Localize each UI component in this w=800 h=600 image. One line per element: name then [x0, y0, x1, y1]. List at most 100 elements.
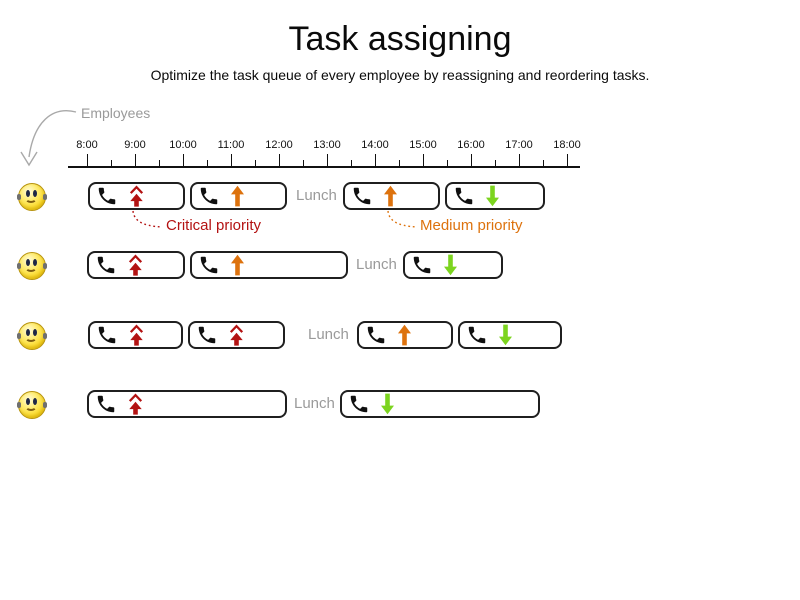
double-chevron-up-arrow-icon [229, 324, 244, 346]
timeline-minor-tick [111, 160, 112, 167]
timeline-hour-label: 15:00 [409, 139, 437, 151]
timeline-hour-label: 11:00 [217, 139, 245, 151]
lunch-label: Lunch [356, 256, 397, 273]
down-arrow-icon [498, 324, 513, 346]
employees-pointer-arrow [28, 110, 77, 158]
timeline-major-tick [183, 154, 184, 167]
timeline-major-tick [375, 154, 376, 167]
critical-priority-label: Critical priority [166, 217, 262, 234]
timeline-major-tick [519, 154, 520, 167]
double-chevron-up-arrow-icon [128, 393, 143, 415]
down-arrow-icon [380, 393, 395, 415]
task-box-medium-priority[interactable] [190, 182, 287, 210]
up-arrow-icon [397, 324, 412, 346]
smiley-eye-left [26, 190, 30, 197]
timeline-hour-label: 14:00 [361, 139, 389, 151]
up-arrow-icon [383, 185, 398, 207]
timeline-major-tick [567, 154, 568, 167]
smiley-mouth [25, 333, 37, 342]
double-chevron-up-arrow-icon [129, 185, 144, 207]
task-box-low-priority[interactable] [340, 390, 540, 418]
employees-arrowhead-icon [20, 151, 38, 167]
task-box-medium-priority[interactable] [357, 321, 453, 349]
phone-icon [350, 395, 368, 413]
timeline-major-tick [231, 154, 232, 167]
timeline-minor-tick [447, 160, 448, 167]
smiley-ear-right [43, 402, 47, 408]
task-box-critical-priority[interactable] [87, 251, 185, 279]
task-box-critical-priority[interactable] [188, 321, 285, 349]
timeline-hour-label: 13:00 [313, 139, 341, 151]
smiley-eye-left [26, 259, 30, 266]
task-box-critical-priority[interactable] [88, 321, 183, 349]
phone-icon [468, 326, 486, 344]
medium-priority-connector [387, 210, 418, 228]
medium-priority-label: Medium priority [420, 217, 523, 234]
double-chevron-up-arrow-icon [129, 324, 144, 346]
timeline-minor-tick [543, 160, 544, 167]
task-box-low-priority[interactable] [458, 321, 562, 349]
phone-icon [198, 326, 216, 344]
timeline-minor-tick [351, 160, 352, 167]
smiley-eye-right [33, 259, 37, 266]
smiley-eye-left [26, 329, 30, 336]
smiley-ear-right [43, 333, 47, 339]
smiley-ear-right [43, 263, 47, 269]
phone-icon [97, 395, 115, 413]
smiley-eye-right [33, 329, 37, 336]
task-box-critical-priority[interactable] [87, 390, 287, 418]
timeline-axis-line [68, 166, 580, 168]
page-title: Task assigning [288, 20, 512, 58]
lunch-label: Lunch [294, 395, 335, 412]
timeline-major-tick [327, 154, 328, 167]
smiley-ear-left [17, 194, 21, 200]
timeline-minor-tick [255, 160, 256, 167]
double-chevron-up-arrow-icon [128, 254, 143, 276]
phone-icon [200, 187, 218, 205]
phone-icon [367, 326, 385, 344]
smiley-eye-left [26, 398, 30, 405]
employee-avatar smiley-face-icon [17, 322, 47, 350]
employees-label: Employees [81, 105, 151, 121]
employee-avatar smiley-face-icon [17, 183, 47, 211]
phone-icon [98, 187, 116, 205]
smiley-eye-right [33, 398, 37, 405]
timeline-hour-label: 8:00 [76, 139, 98, 151]
employee-avatar smiley-face-icon [17, 252, 47, 280]
lunch-label: Lunch [308, 326, 349, 343]
phone-icon [455, 187, 473, 205]
timeline-hour-label: 12:00 [265, 139, 293, 151]
smiley-mouth [25, 402, 37, 411]
smiley-ear-left [17, 263, 21, 269]
timeline-minor-tick [159, 160, 160, 167]
timeline-major-tick [423, 154, 424, 167]
phone-icon [97, 256, 115, 274]
timeline-minor-tick [207, 160, 208, 167]
timeline-major-tick [471, 154, 472, 167]
task-box-low-priority[interactable] [403, 251, 503, 279]
timeline-minor-tick [303, 160, 304, 167]
phone-icon [98, 326, 116, 344]
timeline-hour-label: 17:00 [505, 139, 533, 151]
timeline-hour-label: 9:00 [124, 139, 146, 151]
task-box-low-priority[interactable] [445, 182, 545, 210]
phone-icon [413, 256, 431, 274]
up-arrow-icon [230, 254, 245, 276]
lunch-label: Lunch [296, 187, 337, 204]
down-arrow-icon [443, 254, 458, 276]
task-box-medium-priority[interactable] [343, 182, 440, 210]
down-arrow-icon [485, 185, 500, 207]
smiley-ear-left [17, 333, 21, 339]
timeline-major-tick [87, 154, 88, 167]
smiley-mouth [25, 263, 37, 272]
smiley-mouth [25, 194, 37, 203]
task-box-critical-priority[interactable] [88, 182, 185, 210]
timeline-hour-label: 10:00 [169, 139, 197, 151]
timeline-minor-tick [399, 160, 400, 167]
employee-avatar smiley-face-icon [17, 391, 47, 419]
phone-icon [200, 256, 218, 274]
phone-icon [353, 187, 371, 205]
task-box-medium-priority[interactable] [190, 251, 348, 279]
